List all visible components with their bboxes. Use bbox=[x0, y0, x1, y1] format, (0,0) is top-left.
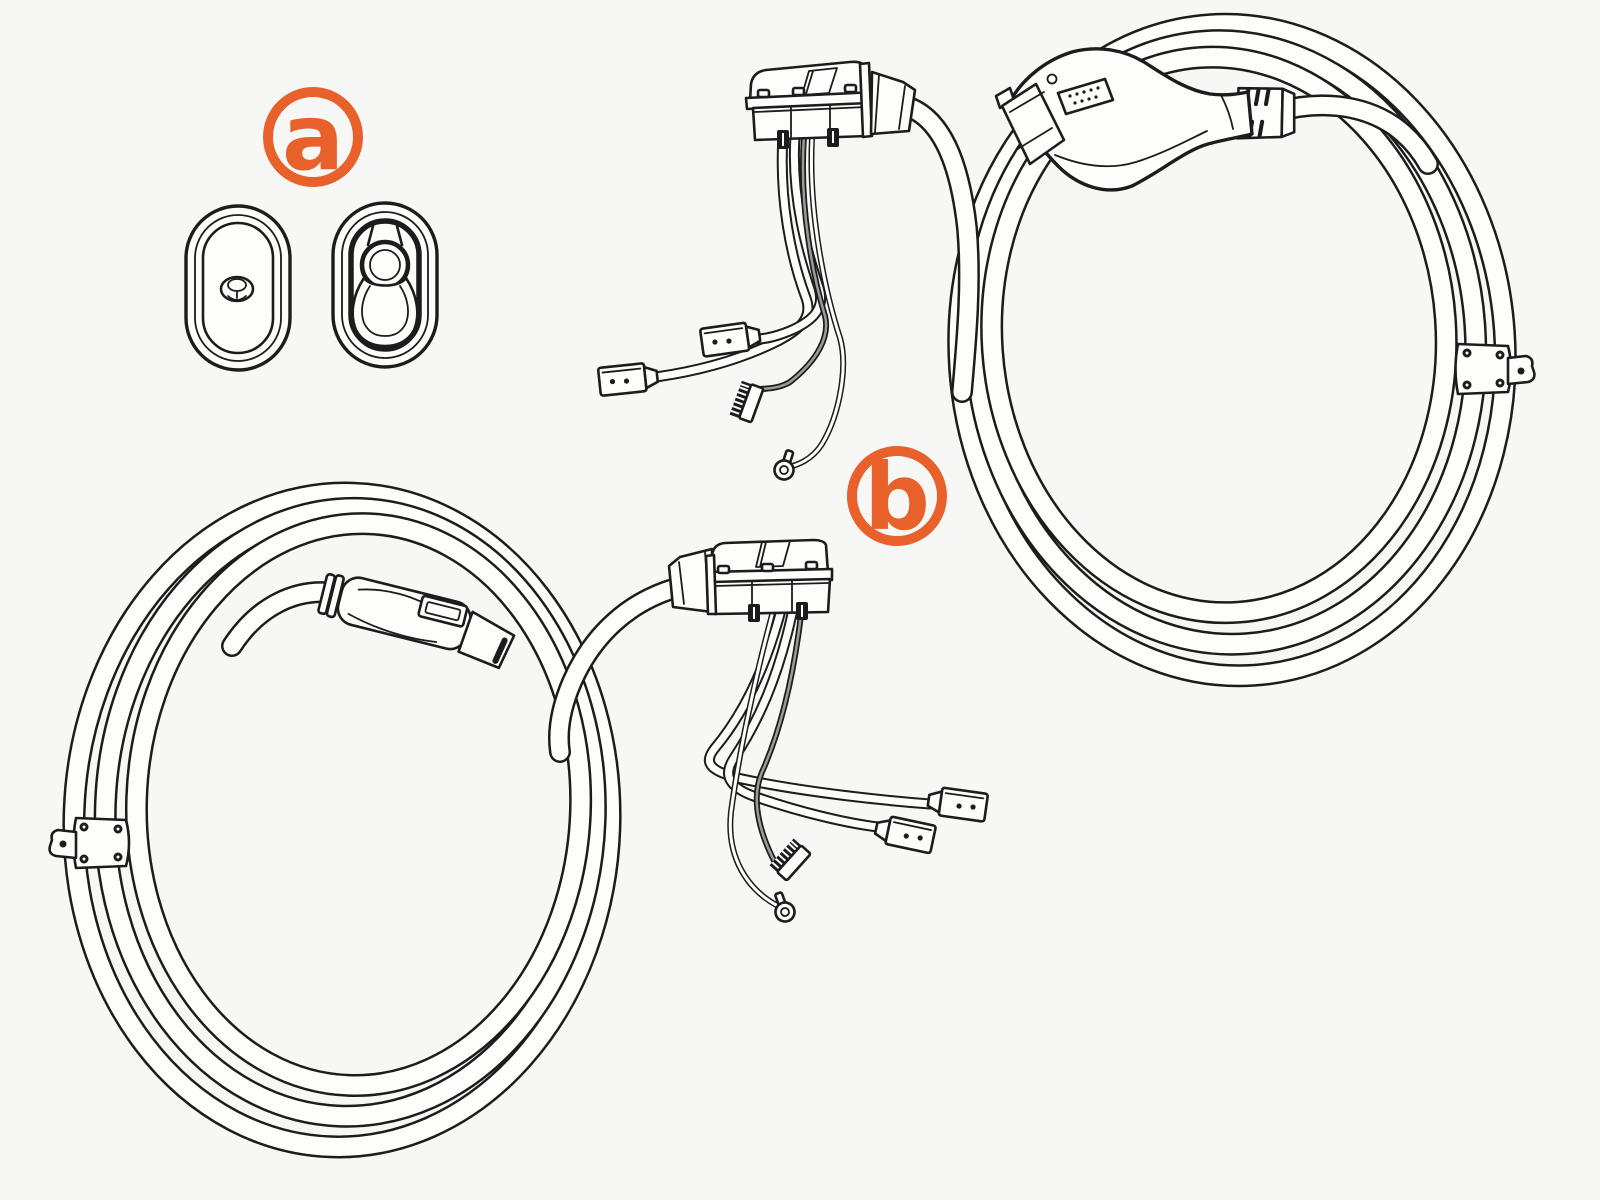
pin-connector-right bbox=[728, 379, 765, 424]
cable-clip-left bbox=[48, 816, 131, 870]
wire-harness-left bbox=[704, 608, 990, 926]
spade-terminal-left-1 bbox=[925, 784, 990, 824]
cable-coil-right bbox=[947, 12, 1517, 688]
spade-terminal-left-2 bbox=[872, 812, 938, 855]
plug-latch bbox=[417, 594, 469, 628]
handle-nose-connector bbox=[1000, 82, 1066, 166]
pull-tab bbox=[351, 224, 419, 348]
junction-box-b bbox=[667, 538, 834, 622]
handle-label-sticker bbox=[1056, 77, 1115, 116]
cable-box-to-coil-left bbox=[547, 577, 687, 763]
cable-clip-right bbox=[1454, 342, 1536, 396]
ring-terminal-left bbox=[767, 888, 799, 926]
connector-plug-left bbox=[317, 572, 516, 670]
cable-box-to-coil-right bbox=[887, 93, 980, 403]
charge-cable-assembly-right bbox=[596, 12, 1536, 688]
ev-plug-handle bbox=[994, 47, 1296, 192]
cable-handle-to-coil bbox=[1265, 94, 1439, 175]
grommet-plain bbox=[184, 204, 292, 372]
grommet-pull-tab bbox=[331, 201, 439, 369]
charge-cable-assembly-left bbox=[48, 481, 990, 1159]
callout-b-label: b bbox=[864, 444, 930, 551]
grommet-pin bbox=[219, 275, 255, 303]
callout-a-label: a bbox=[282, 84, 344, 191]
callout-a: a bbox=[263, 84, 363, 191]
cable-coil-left bbox=[62, 481, 622, 1159]
handle-button bbox=[1046, 73, 1058, 85]
callout-b: b bbox=[847, 444, 947, 551]
wire-harness-right bbox=[596, 130, 847, 484]
spade-terminal-right-1 bbox=[596, 360, 660, 398]
pin-connector-left bbox=[768, 837, 813, 882]
junction-box-top bbox=[744, 60, 917, 149]
